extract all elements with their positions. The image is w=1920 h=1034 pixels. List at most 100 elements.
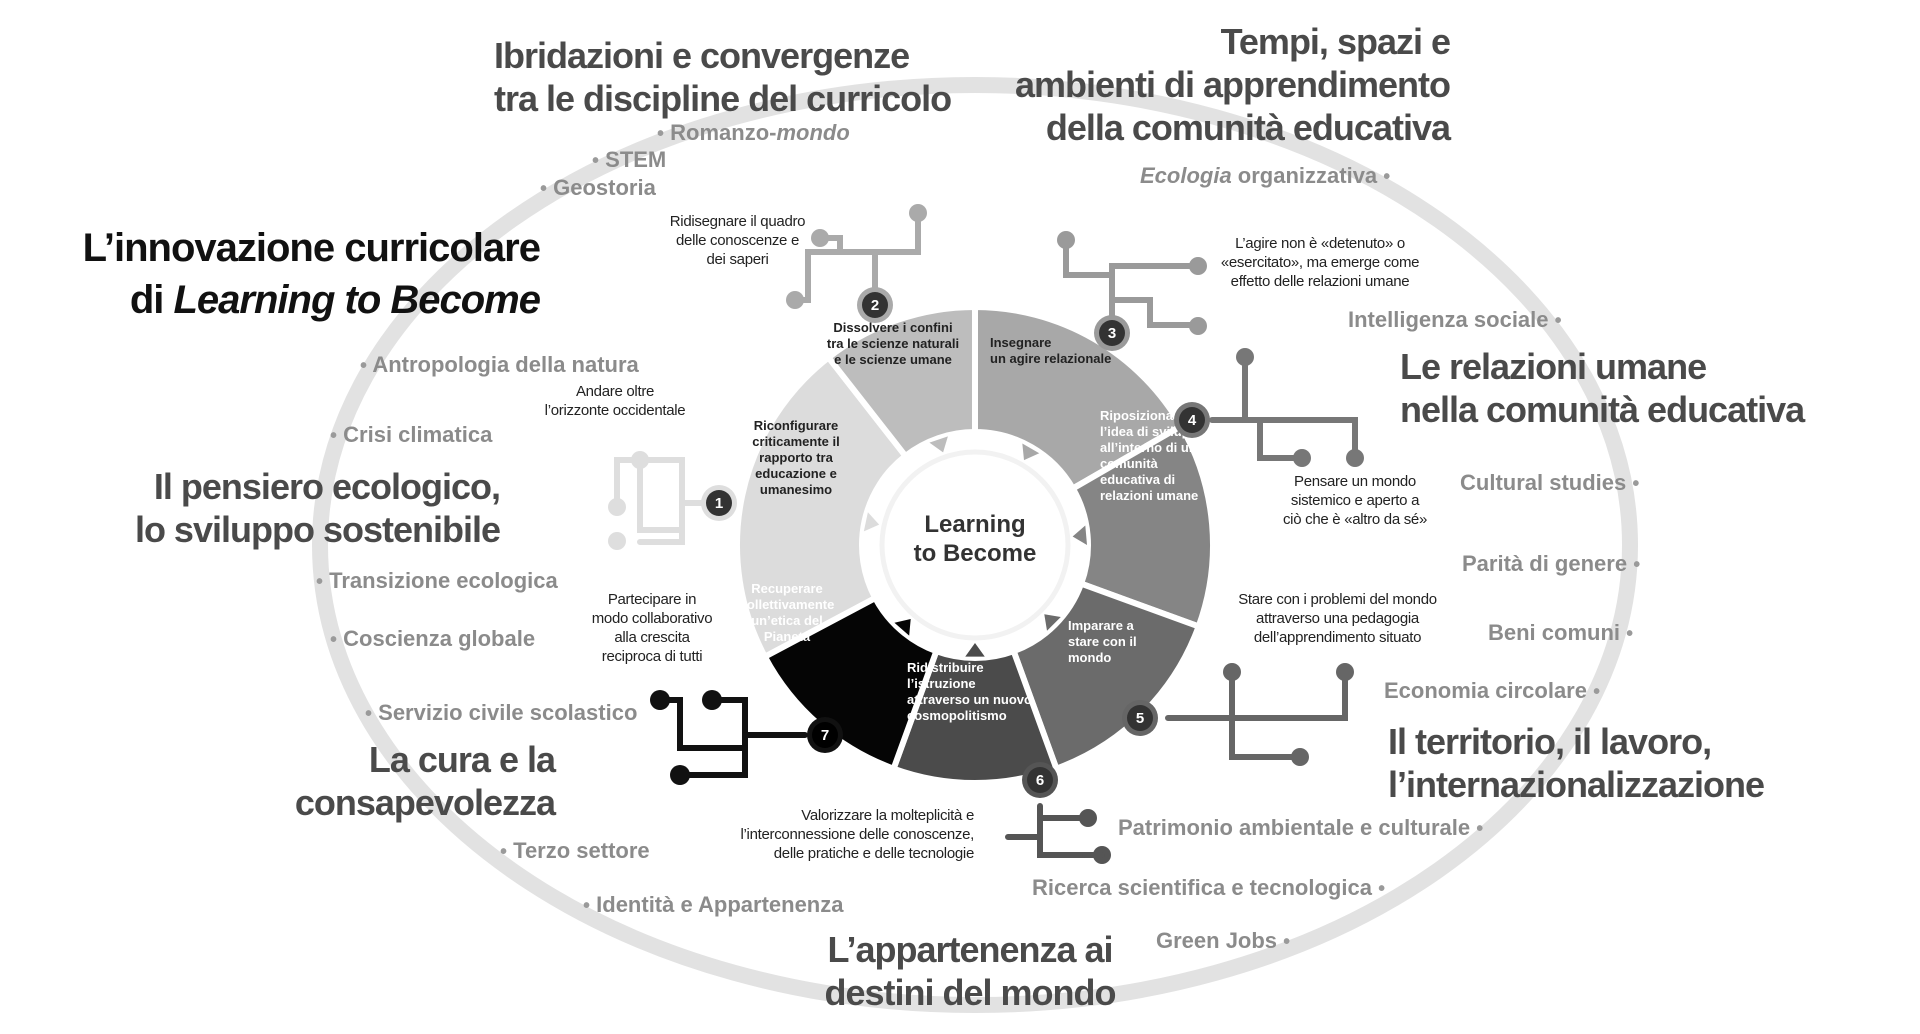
- keyword-stem: • STEM: [592, 147, 666, 174]
- keyword-geostoria: • Geostoria: [540, 175, 656, 202]
- note-2-line1: Ridisegnare il quadro: [669, 213, 806, 230]
- keyword-coscienza-text: Coscienza globale: [343, 626, 536, 651]
- hub-arrow-1: [863, 512, 880, 532]
- connector-5: [1165, 663, 1354, 766]
- hub-arrows: [863, 436, 1087, 657]
- sector-badge-core-7: [812, 722, 838, 748]
- bullet: •: [592, 150, 600, 172]
- bullet: •: [1383, 166, 1391, 188]
- connector-1: [608, 451, 714, 550]
- sector-number-4: 4: [1188, 412, 1197, 429]
- note-2-line2: delle conoscenze e: [675, 232, 800, 249]
- hub-label-line2: to Become: [914, 540, 1037, 567]
- keyword-servizio-text: Servizio civile scolastico: [378, 700, 638, 725]
- keyword-ricerca-text: Ricerca scientifica e tecnologica: [1032, 875, 1372, 900]
- keyword-romanzo-em: mondo: [776, 120, 850, 145]
- keyword-crisi-text: Crisi climatica: [343, 422, 493, 447]
- hub-core: [879, 449, 1071, 641]
- heading-territorio: Il territorio, il lavoro, l’internaziona…: [1388, 720, 1765, 806]
- heading-tempi-line1: Tempi, spazi e: [1220, 21, 1451, 62]
- sector-number-6: 6: [1036, 772, 1044, 789]
- note-4-line2: sistemico e aperto a: [1290, 492, 1420, 509]
- note-6: Valorizzare la molteplicità e l’intercon…: [710, 806, 974, 863]
- sector-badge-core-2: [862, 292, 888, 318]
- sector-number-7: 7: [821, 727, 829, 744]
- keyword-intelligenza-text: Intelligenza sociale: [1348, 307, 1549, 332]
- note-5-line1: Stare con i problemi del mondo: [1238, 591, 1437, 608]
- heading-appartenenza-line1: L’appartenenza ai: [827, 929, 1113, 970]
- keyword-cultural-text: Cultural studies: [1460, 470, 1627, 495]
- note-7-line3: alla crescita: [614, 629, 690, 646]
- keyword-parita: Parità di genere •: [1462, 551, 1640, 578]
- note-6-line2: l’interconnessione delle conoscenze,: [740, 826, 974, 843]
- keyword-economia: Economia circolare •: [1384, 678, 1600, 705]
- heading-cura-line2: consapevolezza: [294, 782, 556, 823]
- note-7: Partecipare in modo collaborativo alla c…: [582, 590, 722, 666]
- hub-arrow-3: [1022, 443, 1040, 461]
- heading-relazioni: Le relazioni umane nella comunità educat…: [1400, 345, 1805, 431]
- title-em: Learning to Become: [173, 278, 541, 322]
- keyword-intelligenza: Intelligenza sociale •: [1348, 307, 1562, 334]
- note-7-line2: modo collaborativo: [591, 610, 713, 627]
- note-7-line4: reciproca di tutti: [601, 648, 703, 665]
- heading-pensiero: Il pensiero ecologico, lo sviluppo soste…: [100, 465, 501, 551]
- note-5-line3: dell’apprendimento situato: [1253, 629, 1422, 646]
- sector-number-1: 1: [715, 495, 723, 512]
- bullet: •: [360, 355, 368, 377]
- heading-ibridazioni-line1: Ibridazioni e convergenze: [494, 35, 910, 76]
- connector-4: [1209, 348, 1364, 467]
- keyword-terzo-text: Terzo settore: [513, 838, 650, 863]
- keyword-romanzo-mondo: • Romanzo-mondo: [657, 120, 850, 147]
- heading-pensiero-line2: lo sviluppo sostenibile: [134, 509, 501, 550]
- heading-tempi-line3: della comunità educativa: [1045, 107, 1451, 148]
- bullet: •: [316, 571, 324, 593]
- sector-badge-core-4: [1179, 407, 1205, 433]
- keyword-servizio: • Servizio civile scolastico: [365, 700, 637, 727]
- keyword-antropologia-text: Antropologia della natura: [372, 352, 639, 377]
- note-2-line3: dei saperi: [706, 251, 769, 268]
- title-line2: di Learning to Become: [0, 274, 541, 326]
- keyword-ecologia-em: Ecologia: [1140, 163, 1232, 188]
- keyword-crisi: • Crisi climatica: [330, 422, 492, 449]
- hub-arrow-7: [894, 618, 911, 636]
- heading-cura: La cura e la consapevolezza: [250, 738, 556, 824]
- connector-7: [650, 690, 808, 785]
- heading-relazioni-line2: nella comunità educativa: [1400, 389, 1805, 430]
- keyword-beni-text: Beni comuni: [1488, 620, 1621, 645]
- keyword-terzo: • Terzo settore: [500, 838, 650, 865]
- keyword-ricerca: Ricerca scientifica e tecnologica •: [1032, 875, 1385, 902]
- note-3-line2: «esercitato», ma emerge come: [1220, 254, 1420, 271]
- hub-label-line1: Learning: [924, 511, 1025, 538]
- bullet: •: [1476, 818, 1484, 840]
- note-3-line1: L’agire non è «detenuto» o: [1235, 235, 1405, 252]
- bullet: •: [540, 178, 548, 200]
- diagram-title: L’innovazione curricolare di Learning to…: [0, 222, 541, 326]
- keyword-green: Green Jobs •: [1156, 928, 1290, 955]
- heading-ibridazioni: Ibridazioni e convergenze tra le discipl…: [494, 34, 952, 120]
- bullet: •: [1554, 310, 1562, 332]
- note-3: L’agire non è «detenuto» o «esercitato»,…: [1200, 234, 1440, 291]
- hub-arrow-5: [1044, 614, 1061, 631]
- bullet: •: [365, 703, 373, 725]
- heading-territorio-line1: Il territorio, il lavoro,: [1388, 721, 1712, 762]
- bullet: •: [583, 895, 591, 917]
- keyword-ecologia: Ecologia organizzativa •: [1140, 163, 1390, 190]
- keyword-beni: Beni comuni •: [1488, 620, 1633, 647]
- bullet: •: [657, 123, 665, 145]
- note-6-line3: delle pratiche e delle tecnologie: [773, 845, 975, 862]
- note-1-line2: l’orizzonte occidentale: [544, 402, 686, 419]
- note-1-line1: Andare oltre: [575, 383, 655, 400]
- keyword-coscienza: • Coscienza globale: [330, 626, 535, 653]
- sector-number-3: 3: [1108, 325, 1116, 342]
- note-5-line2: attraverso una pedagogia: [1256, 610, 1419, 627]
- keyword-geostoria-text: Geostoria: [553, 175, 656, 200]
- note-4-line3: ciò che è «altro da sé»: [1282, 511, 1428, 528]
- heading-relazioni-line1: Le relazioni umane: [1400, 346, 1707, 387]
- note-7-line1: Partecipare in: [607, 591, 697, 608]
- keyword-green-text: Green Jobs: [1156, 928, 1278, 953]
- note-3-line3: effetto delle relazioni umane: [1230, 273, 1410, 290]
